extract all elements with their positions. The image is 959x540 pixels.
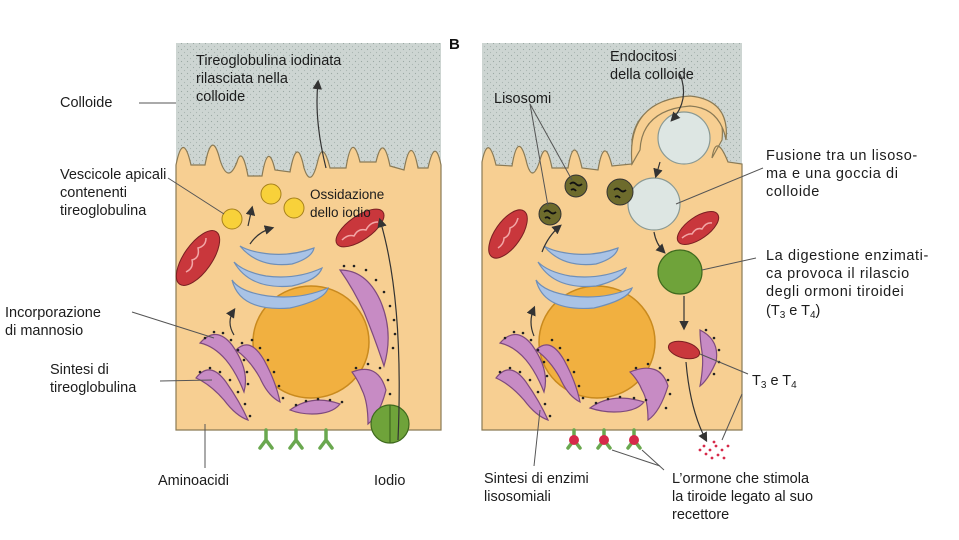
mitochondrion-a2 [335,208,385,248]
rough-er-a [195,269,389,426]
panel-b-letter: B [449,36,460,53]
digestion-vesicle [657,249,703,295]
pathway-arrows-a [226,79,400,441]
apical-vesicles-a [221,183,305,230]
mitochondrion-b1 [488,209,528,259]
ribosomes-a [198,264,397,418]
iodide-pump-a [370,404,410,444]
receptors-a [258,428,334,450]
label-ormone: L’ormone che stimola la tiroide legato a… [672,471,814,523]
mitochondrion-b2 [676,211,720,245]
mitochondrion-a1 [175,230,221,286]
lysosome-fusing [606,178,634,206]
rough-er-b [495,329,718,422]
label-vescicole-apicali: Vescicole apicali contenenti tireoglobul… [60,167,167,219]
pathway-arrows-b [526,73,708,443]
label-fusione: Fusione tra un lisoso- ma e una goccia d… [766,148,918,200]
ribosomes-b [498,328,721,418]
golgi-b [535,245,633,310]
panel-b-cell [481,43,743,460]
label-sintesi-enzimi: Sintesi di enzimi lisosomiali [484,471,589,505]
golgi-a [231,245,329,310]
label-iodio: Iodio [374,473,406,489]
label-tireoglobulina-iodinata: Tireoglobulina iodinata rilasciata nella… [196,53,342,105]
t3-t4-vesicle [667,340,701,360]
lysosome-2 [538,202,562,226]
panel-a-cell [175,43,442,450]
lysosome-1 [564,174,588,198]
leader-lines [131,102,764,471]
label-aminoacidi: Aminoacidi [158,473,229,489]
label-digestione: La digestione enzimati- ca provoca il ri… [766,248,929,300]
colloid-droplet-endocytosed [657,111,711,165]
label-colloide: Colloide [60,95,113,111]
label-incorporazione: Incorporazione di mannosio [5,305,101,339]
label-sintesi-tireoglobulina: Sintesi di tireoglobulina [50,362,137,396]
label-t3-t4-paren: (T3 e T4) [766,303,821,321]
label-lisosomi: Lisosomi [494,91,552,107]
fused-lysosome-droplet [627,177,681,231]
tsh-receptors-b [566,428,642,450]
endocytosis-cup [630,95,727,166]
label-t3-t4: T3 e T4 [752,373,797,391]
nucleus-a [252,285,370,399]
label-ossidazione: Ossidazione dello iodio [310,187,385,220]
label-endocitosi: Endocitosi della colloide [610,49,694,83]
released-hormone-dots [698,440,730,460]
